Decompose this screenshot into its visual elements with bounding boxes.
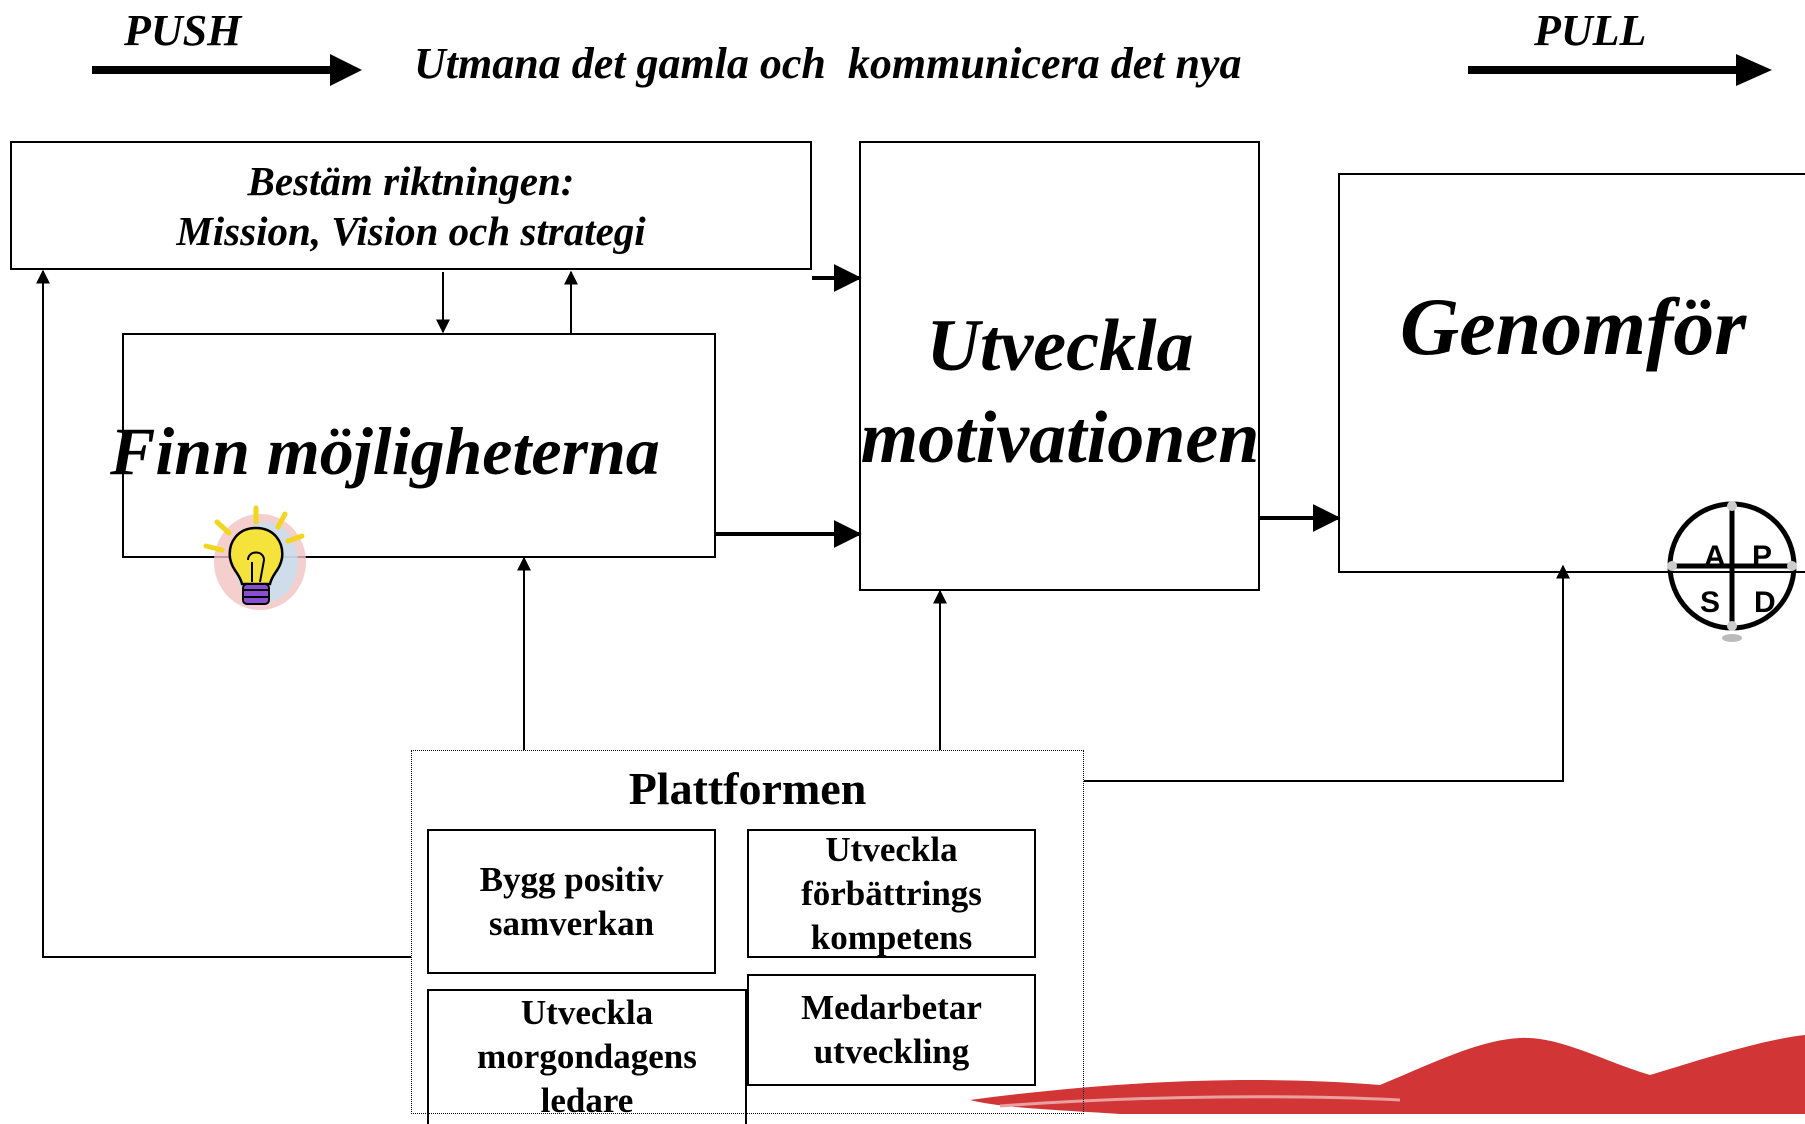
motivation-box [859, 141, 1260, 591]
motivation-line2: motivationen [860, 397, 1260, 479]
pdsa-quadrant-p: P [1752, 540, 1773, 573]
lightbulb-icon [200, 500, 315, 615]
pdsa-quadrant-s: S [1700, 586, 1721, 619]
platform-item-line: kompetens [810, 917, 973, 957]
arrow-platform-to-direction [36, 269, 411, 958]
pdsa-quadrant-d: D [1754, 586, 1776, 619]
platform-item-line: Medarbetar [801, 988, 982, 1027]
motivation-label: Utveckla motivationen [840, 300, 1280, 484]
direction-box: Bestäm riktningen: Mission, Vision och s… [10, 141, 812, 270]
pdsa-quadrant-a: A [1704, 540, 1726, 573]
push-label: PUSH [124, 6, 242, 55]
pdsa-wheel-icon: A P S D [1660, 500, 1805, 645]
platform-item-line: Utveckla [520, 993, 654, 1032]
platform-item-line: förbättrings [801, 873, 982, 913]
opportunities-label: Finn möjligheterna [110, 413, 660, 489]
arrow-platform-to-execute [1084, 564, 1570, 782]
platform-item-line: ledare [540, 1081, 634, 1120]
push-arrow [92, 54, 362, 86]
platform-item-improvement-competence: Utveckla förbättrings kompetens [747, 829, 1036, 958]
platform-item-employee-development: Medarbetar utveckling [747, 974, 1036, 1086]
opportunities-box [122, 333, 716, 558]
header-center-text: Utmana det gamla och kommunicera det nya [414, 39, 1242, 88]
pull-arrow [1468, 54, 1772, 86]
platform-title: Plattformen [628, 763, 867, 814]
platform-item-line: Bygg positiv [479, 859, 664, 899]
direction-title: Bestäm riktningen: [247, 157, 575, 204]
platform-item-line: Utveckla [825, 829, 958, 869]
execute-label: Genomför [1400, 281, 1747, 372]
platform-item-line: samverkan [488, 903, 655, 943]
motivation-line1: Utveckla [926, 305, 1194, 387]
platform-item-line: morgondagens [477, 1037, 697, 1076]
direction-subtitle: Mission, Vision och strategi [176, 207, 646, 254]
platform-item-positive-collaboration: Bygg positiv samverkan [427, 829, 716, 974]
platform-item-line: utveckling [813, 1032, 970, 1071]
pull-label: PULL [1534, 6, 1647, 55]
execute-box [1338, 173, 1805, 573]
red-swoosh-decoration [970, 1035, 1805, 1114]
platform-item-future-leaders: Utveckla morgondagens ledare [427, 989, 747, 1124]
